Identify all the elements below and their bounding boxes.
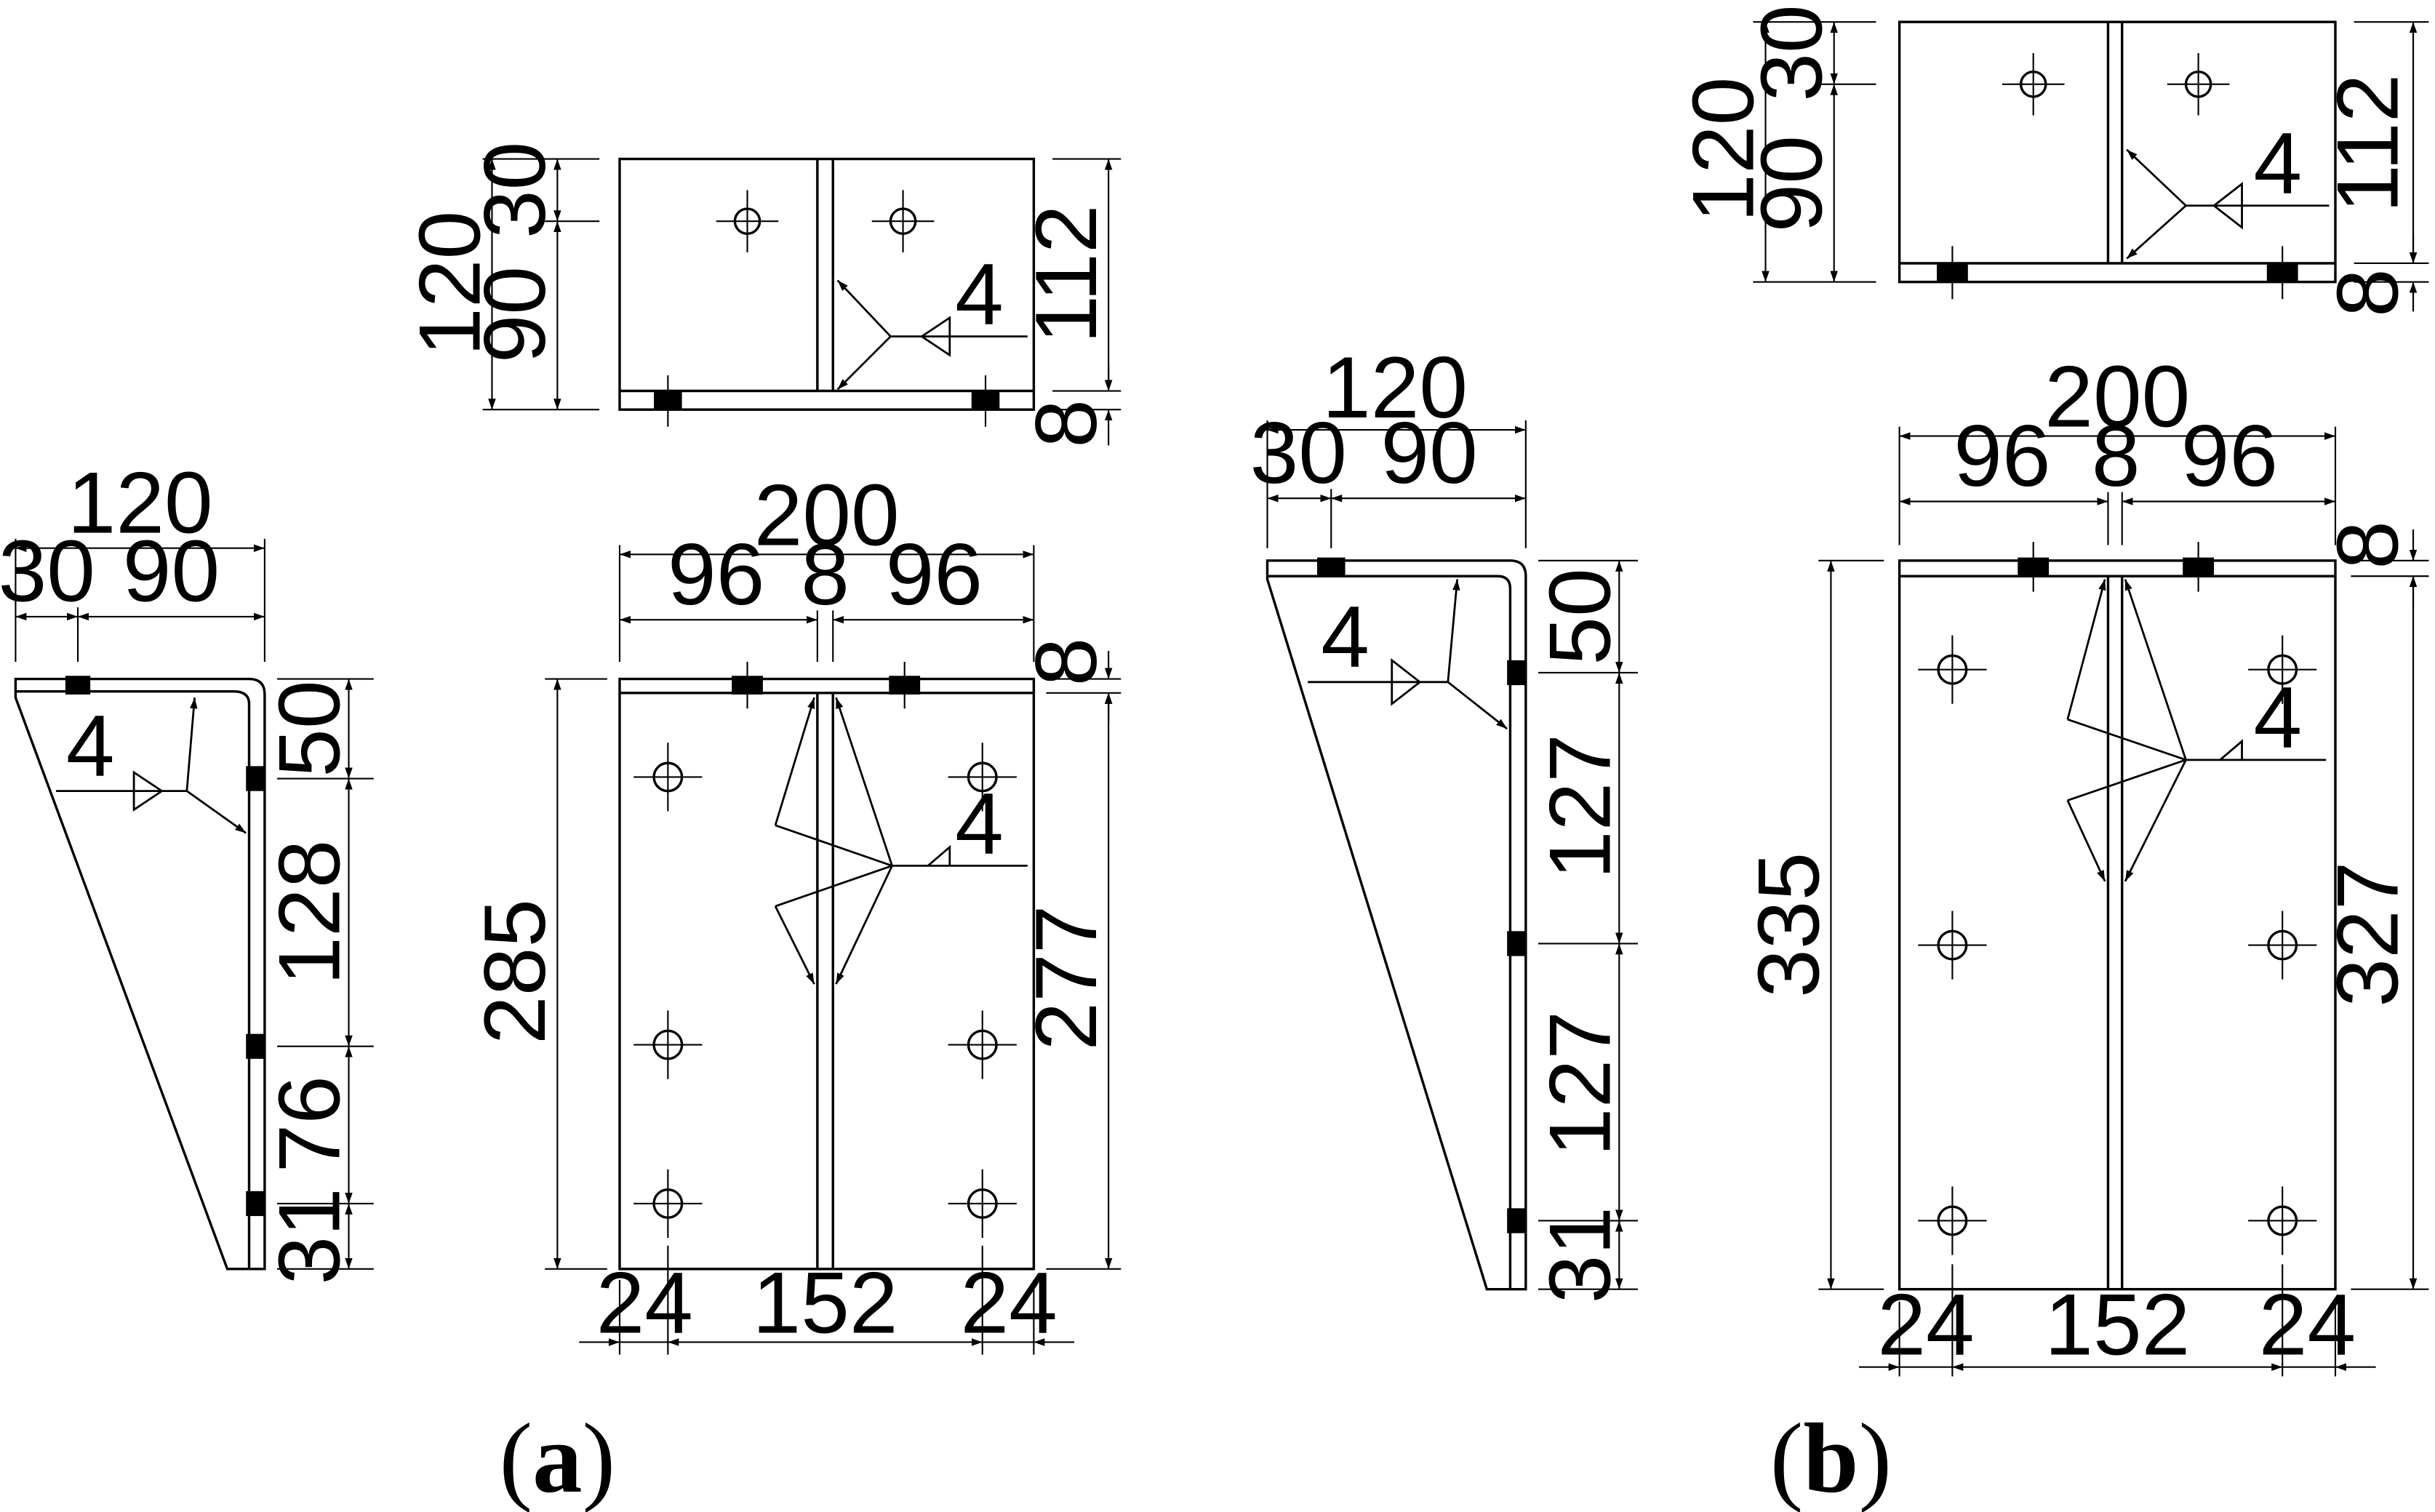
dim-label: 127	[1531, 1011, 1628, 1156]
weld-symbol	[2126, 148, 2330, 260]
top-view-b	[1753, 20, 2429, 312]
weld-size-label: 4	[66, 697, 115, 794]
dim-label: 24	[2259, 1276, 2356, 1374]
weld-symbol	[2066, 579, 2327, 882]
dim-label: 120	[1322, 339, 1468, 436]
bolt-hole	[948, 1010, 1017, 1079]
bolt-block	[1317, 557, 1346, 577]
weld-symbol	[836, 279, 1028, 391]
bolt-hole	[1918, 635, 1987, 704]
dim-label: 8	[1017, 399, 1115, 448]
dim-label: 120	[401, 211, 498, 356]
caption-b: (b)	[1770, 1403, 1892, 1512]
dim-label: 128	[261, 840, 359, 985]
dim-label: 335	[1740, 852, 1837, 998]
bolt-hole	[633, 743, 703, 812]
dim-label: 96	[2181, 407, 2278, 505]
bolt-hole	[2002, 52, 2065, 116]
dim-label: 200	[754, 466, 900, 564]
bolt-hole	[1918, 1186, 1987, 1255]
dim-label: 30	[1743, 4, 1841, 101]
bolt-block	[246, 1191, 265, 1217]
dim-label: 30	[1250, 404, 1347, 502]
dim-label: 327	[2319, 862, 2417, 1007]
caption-a: (a)	[499, 1403, 615, 1512]
bolt-hole	[633, 1010, 703, 1079]
front-view-b	[1818, 426, 2429, 1377]
panel-b-labels: 120 30 90 4 50 127 127 31 120 30 90 4 11…	[1250, 4, 2417, 1512]
bolt-block	[65, 676, 91, 695]
bolt-block	[246, 1033, 265, 1059]
dim-label: 8	[2319, 521, 2417, 569]
bolt-hole	[716, 190, 779, 252]
front-view-a	[545, 545, 1121, 1355]
dim-label: 96	[668, 526, 764, 623]
dim-label: 76	[261, 1076, 359, 1172]
bolt-hole	[871, 190, 935, 252]
dim-label: 285	[466, 899, 564, 1044]
dim-label: 90	[1743, 135, 1841, 232]
panel-a-labels: 120 30 90 4 50 128 76 31 120 30 90 4 112…	[0, 142, 1115, 1512]
panel-a	[14, 157, 1121, 1355]
bolt-hole	[948, 1169, 1017, 1239]
weld-size-label: 4	[2253, 115, 2302, 212]
bolt-hole	[1918, 911, 1987, 980]
dim-label: 30	[466, 142, 564, 239]
bolt-hole	[633, 1169, 703, 1239]
dim-label: 50	[1531, 568, 1628, 665]
bolt-block	[1507, 931, 1526, 956]
dim-label: 200	[2044, 348, 2190, 446]
bolt-block	[1507, 660, 1526, 686]
bolt-hole	[2248, 1186, 2317, 1255]
panel-b	[1266, 20, 2429, 1377]
dim-label: 120	[1674, 77, 1772, 223]
dim-label: 50	[261, 680, 359, 777]
dim-label: 31	[261, 1188, 359, 1284]
bolt-hole	[948, 743, 1017, 812]
bolt-block	[246, 766, 265, 791]
dim-label: 90	[1380, 404, 1477, 502]
side-view-a	[14, 538, 374, 1271]
dim-label: 90	[123, 523, 220, 620]
dim-label: 24	[1877, 1276, 1974, 1374]
top-view-a	[482, 157, 1121, 446]
dim-label: 8	[801, 526, 849, 623]
bolt-hole	[2248, 911, 2317, 980]
weld-size-label: 4	[1321, 588, 1370, 685]
dim-label: 24	[960, 1255, 1057, 1352]
dim-label: 8	[2092, 407, 2140, 505]
dim-label: 96	[1954, 407, 2050, 505]
dim-label: 152	[753, 1255, 898, 1352]
dim-label: 120	[68, 454, 213, 551]
side-view-b	[1266, 420, 1638, 1291]
dim-label: 277	[1017, 905, 1115, 1051]
weld-size-label: 4	[955, 775, 1004, 872]
weld-symbol	[1308, 579, 1508, 730]
weld-symbol	[774, 697, 1028, 985]
dim-label: 8	[1017, 638, 1115, 687]
bolt-hole	[2167, 52, 2230, 116]
dim-label: 127	[1531, 734, 1628, 879]
dim-label: 96	[886, 526, 983, 623]
dim-label: 112	[2319, 74, 2417, 213]
weld-size-label: 4	[955, 245, 1004, 343]
dim-label: 152	[2044, 1276, 2190, 1374]
bolt-hole	[2248, 635, 2317, 704]
weld-symbol	[56, 697, 247, 834]
weld-size-label: 4	[2253, 669, 2302, 767]
dim-label: 30	[0, 523, 95, 620]
bolt-block	[1507, 1208, 1526, 1233]
dim-label: 31	[1531, 1207, 1628, 1303]
dim-label: 90	[466, 266, 564, 363]
dim-label: 112	[1017, 204, 1115, 343]
dim-label: 24	[596, 1255, 693, 1352]
dim-label: 8	[2319, 268, 2417, 317]
